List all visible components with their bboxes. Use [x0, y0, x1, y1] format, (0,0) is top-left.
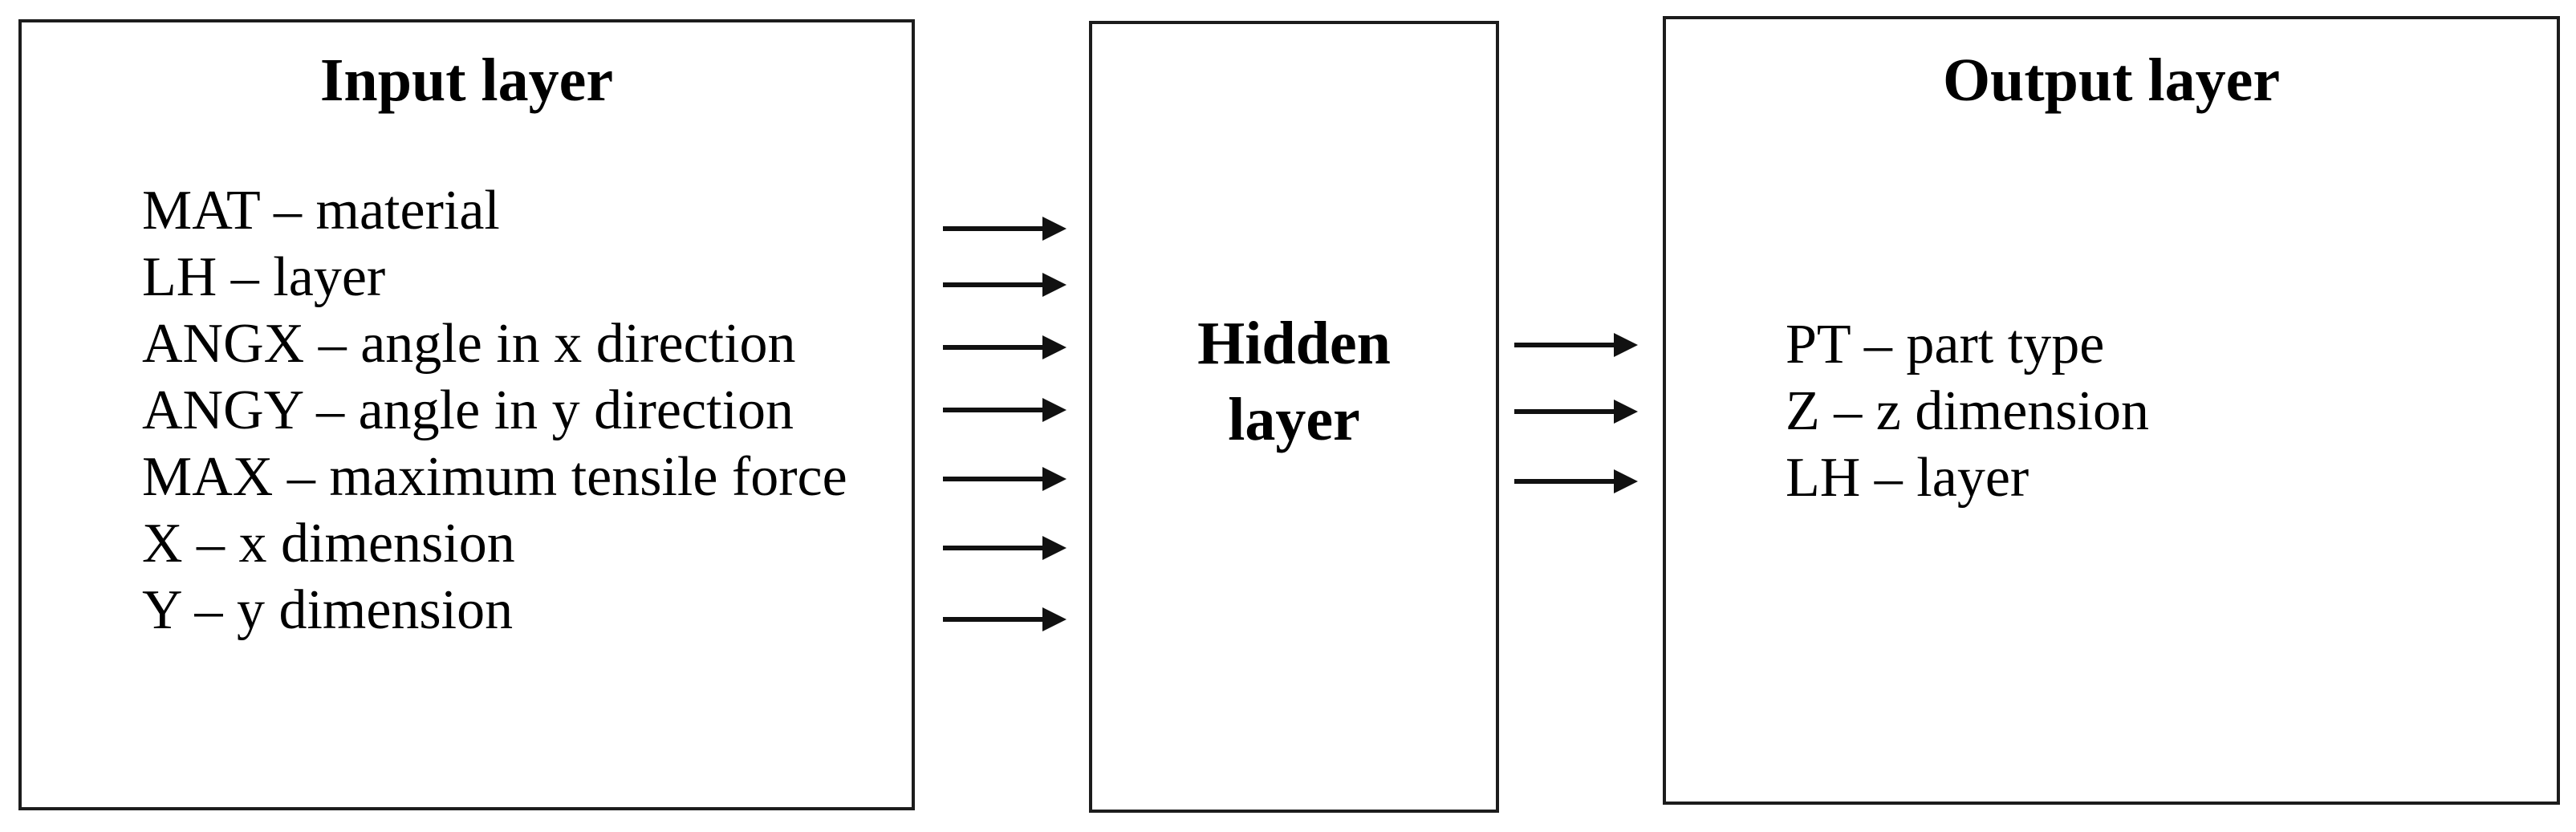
input-layer-item: LH – layer — [142, 246, 386, 308]
hidden-to-output-arrow-icon — [1514, 331, 1638, 359]
input-layer-item: ANGY – angle in y direction — [142, 379, 794, 441]
hidden-to-output-arrow-icon — [1514, 397, 1638, 426]
hidden-layer-title-line2: layer — [1228, 386, 1360, 453]
output-layer-item: PT – part type — [1786, 314, 2105, 375]
input-layer-item: MAT – material — [142, 180, 500, 241]
input-to-hidden-arrow-icon — [943, 396, 1067, 424]
hidden-layer-box: Hidden layer — [1089, 21, 1499, 813]
hidden-layer-title: Hidden layer — [1092, 306, 1496, 458]
input-layer-item: X – x dimension — [142, 513, 515, 574]
input-layer-item: MAX – maximum tensile force — [142, 446, 847, 508]
input-to-hidden-arrow-icon — [943, 465, 1067, 493]
input-to-hidden-arrow-icon — [943, 270, 1067, 299]
input-layer-item-list: MAT – material LH – layer ANGX – angle i… — [142, 177, 847, 643]
hidden-to-output-arrow-icon — [1514, 467, 1638, 496]
input-layer-box: Input layer MAT – material LH – layer AN… — [18, 19, 915, 810]
input-layer-item: Y – y dimension — [142, 579, 514, 641]
input-to-hidden-arrow-icon — [943, 214, 1067, 243]
output-layer-item: LH – layer — [1786, 447, 2030, 509]
output-layer-box: Output layer PT – part type Z – z dimens… — [1663, 16, 2560, 805]
output-layer-title: Output layer — [1942, 47, 2281, 114]
input-layer-item: ANGX – angle in x direction — [142, 313, 796, 375]
output-layer-item-list: PT – part type Z – z dimension LH – laye… — [1786, 311, 2149, 511]
input-to-hidden-arrow-icon — [943, 534, 1067, 562]
input-layer-title: Input layer — [319, 47, 614, 114]
input-to-hidden-arrow-icon — [943, 333, 1067, 362]
output-layer-item: Z – z dimension — [1786, 380, 2149, 442]
hidden-layer-title-line1: Hidden — [1197, 310, 1391, 377]
input-to-hidden-arrow-icon — [943, 605, 1067, 634]
